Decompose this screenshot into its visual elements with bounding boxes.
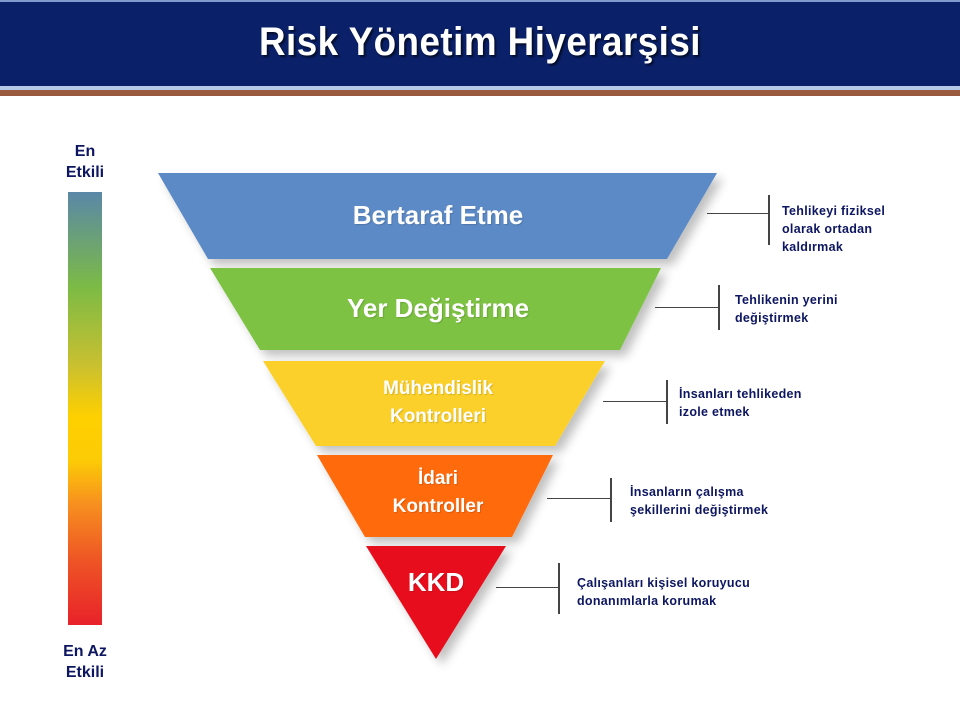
connector-elimination-h bbox=[707, 213, 769, 214]
header-divider-light bbox=[0, 86, 960, 90]
scale-bottom-label-line1: En Az bbox=[63, 643, 107, 660]
level-band-ppe bbox=[366, 546, 506, 659]
description-engineering-line2: izole etmek bbox=[679, 405, 750, 419]
description-elimination-line1: Tehlikeyi fiziksel bbox=[782, 204, 886, 218]
description-elimination-line2: olarak ortadan bbox=[782, 222, 873, 236]
level-label-administrative: İdari Kontroller bbox=[338, 465, 538, 521]
description-ppe-line2: donanımlarla korumak bbox=[577, 594, 717, 608]
description-ppe: Çalışanları kişisel koruyucu donanımlarl… bbox=[577, 574, 750, 610]
scale-bottom-label: En Az Etkili bbox=[30, 641, 140, 683]
connector-engineering-h bbox=[603, 401, 667, 402]
level-label-administrative-line1: İdari bbox=[417, 468, 459, 489]
level-label-engineering-line1: Mühendislik bbox=[383, 378, 493, 399]
level-label-engineering: Mühendislik Kontrolleri bbox=[338, 375, 538, 431]
connector-ppe-v bbox=[558, 563, 560, 614]
description-administrative-line2: şekillerini değiştirmek bbox=[630, 503, 769, 517]
scale-top-label-line2: Etkili bbox=[65, 164, 105, 181]
level-label-elimination: Bertaraf Etme bbox=[352, 200, 524, 230]
scale-top-label-line1: En bbox=[74, 143, 96, 160]
description-elimination-line3: kaldırmak bbox=[782, 240, 844, 254]
connector-substitution-h bbox=[655, 307, 719, 308]
connector-substitution-v bbox=[718, 285, 720, 330]
description-ppe-line1: Çalışanları kişisel koruyucu bbox=[577, 576, 751, 590]
description-administrative-line1: İnsanların çalışma bbox=[630, 485, 744, 499]
scale-top-label: En Etkili bbox=[30, 141, 140, 183]
level-band-engineering bbox=[263, 361, 605, 446]
description-substitution-line2: değiştirmek bbox=[735, 311, 809, 325]
connector-administrative-h bbox=[547, 498, 610, 499]
connector-elimination-v bbox=[768, 195, 770, 245]
level-label-ppe: KKD bbox=[407, 567, 465, 597]
description-engineering: İnsanları tehlikeden izole etmek bbox=[679, 385, 802, 421]
title-banner: Risk Yönetim Hiyerarşisi bbox=[0, 0, 960, 86]
connector-administrative-v bbox=[610, 478, 612, 522]
description-engineering-line1: İnsanları tehlikeden bbox=[679, 387, 802, 401]
connector-ppe-h bbox=[496, 587, 558, 588]
level-label-administrative-line2: Kontroller bbox=[392, 496, 484, 517]
level-label-substitution: Yer Değiştirme bbox=[346, 293, 530, 323]
level-band-administrative bbox=[317, 455, 553, 537]
connector-engineering-v bbox=[666, 380, 668, 424]
description-substitution: Tehlikenin yerini değiştirmek bbox=[735, 291, 838, 327]
level-label-engineering-line2: Kontrolleri bbox=[389, 406, 487, 427]
description-administrative: İnsanların çalışma şekillerini değiştirm… bbox=[630, 483, 768, 519]
level-band-substitution bbox=[210, 268, 661, 350]
description-elimination: Tehlikeyi fiziksel olarak ortadan kaldır… bbox=[782, 202, 885, 256]
level-band-elimination bbox=[158, 173, 717, 259]
header-divider-brown bbox=[0, 90, 960, 96]
description-substitution-line1: Tehlikenin yerini bbox=[735, 293, 838, 307]
scale-bottom-label-line2: Etkili bbox=[65, 664, 105, 681]
effectiveness-gradient-bar bbox=[68, 192, 102, 625]
page-title: Risk Yönetim Hiyerarşisi bbox=[259, 20, 701, 64]
